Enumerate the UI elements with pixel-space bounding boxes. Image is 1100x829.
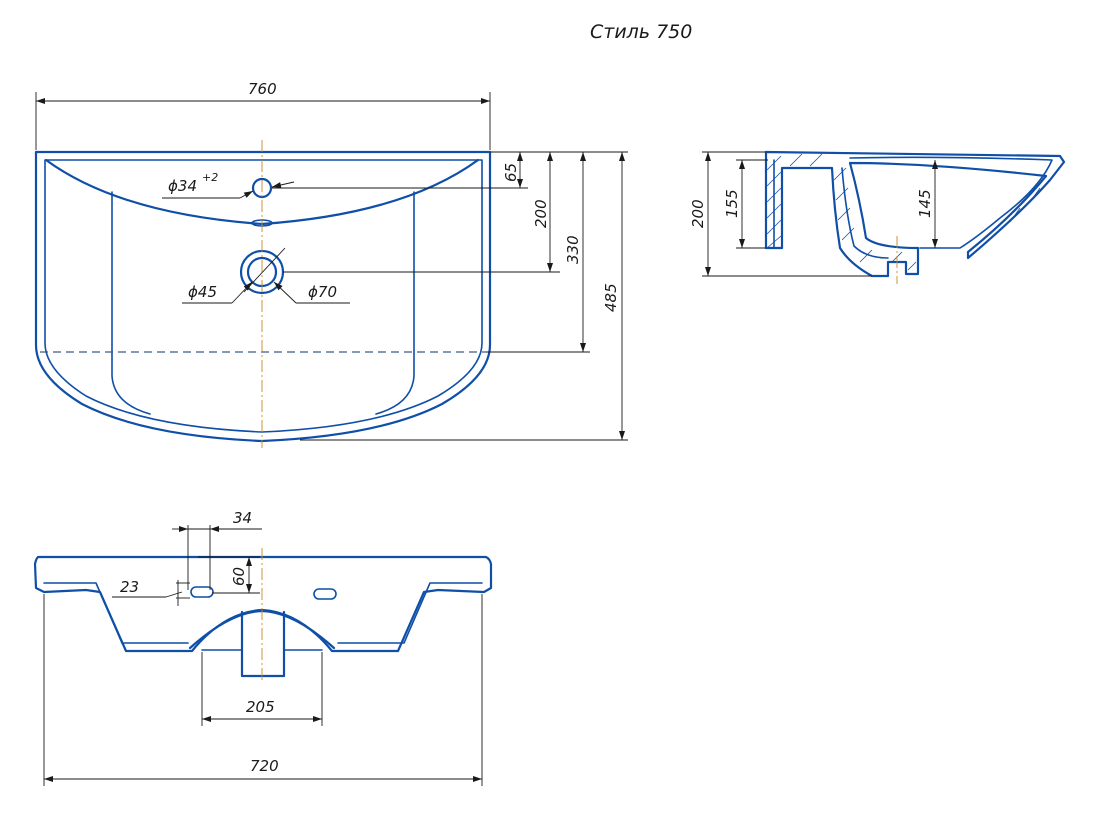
dimension-485-label: 485 [602, 283, 620, 312]
top-view-bowl-left [111, 191, 151, 415]
front-view-drain [240, 610, 286, 678]
top-view-bowl-right [375, 191, 415, 415]
drawing-title: Стиль 750 [590, 21, 692, 43]
top-view-inner-rim [44, 159, 483, 433]
side-view-hatching [766, 153, 1041, 271]
dimension-760-label: 760 [248, 80, 277, 98]
front-dimension-720-label: 720 [250, 757, 279, 775]
front-view-deck-line [43, 582, 483, 644]
front-dimension-34-label: 34 [233, 509, 252, 527]
side-view-section-outline [764, 150, 1066, 278]
front-view: 34 60 23 205 720 [33, 509, 493, 786]
diameter-34-label: ϕ34 [168, 177, 197, 195]
side-dimension-155-label: 155 [723, 189, 741, 218]
front-dimension-23-label: 23 [120, 578, 139, 596]
dimension-65-label: 65 [502, 163, 520, 182]
side-dimension-200-label: 200 [689, 199, 707, 228]
front-dimension-205-label: 205 [246, 698, 275, 716]
top-view-outer-contour [34, 150, 492, 443]
diameter-70-label: ϕ70 [308, 283, 337, 301]
dimension-200-label: 200 [532, 199, 550, 228]
side-view-inner-bowl [849, 156, 1053, 249]
side-view: 200 155 145 [689, 150, 1066, 284]
diameter-34-tolerance: +2 [202, 171, 218, 184]
front-view-outline [33, 555, 493, 653]
front-left-hole [190, 586, 214, 598]
diameter-45-label: ϕ45 [188, 283, 217, 301]
top-view: 760 65 200 330 485 ϕ34 +2 ϕ45 ϕ70 [34, 80, 628, 448]
side-view-bowl-wall [841, 167, 889, 259]
side-dimension-145-label: 145 [916, 189, 934, 218]
front-right-hole [313, 588, 337, 600]
dimension-330-label: 330 [564, 235, 582, 264]
front-dimension-60-label: 60 [230, 567, 248, 586]
